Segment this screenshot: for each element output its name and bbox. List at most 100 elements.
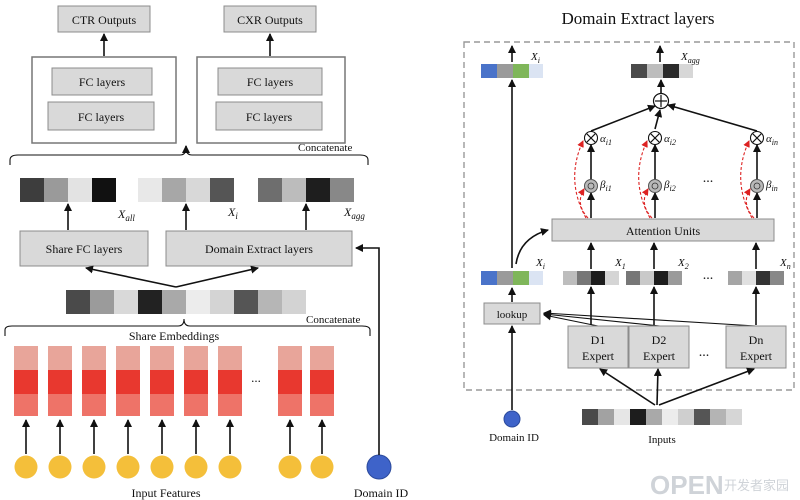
embedding-column [310, 346, 334, 416]
x-agg-vector-top [631, 64, 693, 78]
lookup-box [483, 302, 541, 325]
x-agg-label-top: Xagg [680, 51, 700, 65]
beta-label: βi1 [599, 179, 612, 193]
expert-line1: D1 [591, 333, 606, 347]
attention-ellipsis: ... [703, 171, 714, 186]
red-dashed-arc-outer [740, 140, 753, 219]
embedding-column [82, 346, 106, 416]
left-diagram: CTR Outputs CXR Outputs FC layers FC lay… [4, 5, 409, 500]
beta-label: βin [765, 179, 778, 193]
input-feature-circle [48, 455, 72, 479]
x-i-label-bottom: Xi [535, 257, 545, 271]
input-feature-circle [218, 455, 242, 479]
arrow-e2-to-lookup [543, 310, 661, 327]
arrow-inputs-to-en [658, 367, 755, 406]
attention-column: βi1 αi1 [574, 130, 612, 219]
domain-id-label-left: Domain ID [354, 486, 409, 500]
arrow-concat-to-del [175, 265, 259, 288]
cxr-outputs-label: CXR Outputs [237, 13, 303, 27]
arrow-mn-to-plus [667, 103, 758, 132]
arrow-en-to-lookup [543, 309, 757, 327]
expert-ellipsis: ... [699, 345, 710, 360]
share-embeddings-brace [4, 318, 371, 336]
inputs-label: Inputs [648, 434, 676, 446]
domain-extract-layers-label: Domain Extract layers [205, 242, 313, 256]
concatenate-mid-label: Concatenate [306, 314, 360, 326]
red-dashed-arc-inner [641, 188, 653, 219]
x-n-label: Xn [779, 257, 791, 271]
x-i-vector-bottom [481, 271, 543, 285]
circle-plus-icon [652, 92, 670, 110]
share-fc-layers-label: Share FC layers [46, 242, 123, 256]
watermark-latin: OPEN [650, 470, 724, 500]
cxr-outputs-box [223, 5, 317, 33]
input-feature-circles [14, 419, 334, 479]
embedding-column [184, 346, 208, 416]
x-n-label: X2 [677, 257, 689, 271]
arrow-xi-to-attention [515, 228, 549, 265]
input-feature-circle [184, 455, 208, 479]
arrow-e1-to-lookup [543, 312, 599, 327]
x-agg-vector-left [258, 178, 354, 202]
embedding-column [278, 346, 302, 416]
ctr-outputs-label: CTR Outputs [72, 13, 137, 27]
domain-extract-layers-box [165, 230, 353, 267]
ctr-outputs-box [57, 5, 151, 33]
cxr-fc-layer-2 [215, 101, 323, 131]
expert-output-vector [563, 271, 619, 285]
ctr-fc-layer-1-label: FC layers [79, 75, 126, 89]
alpha-label: αin [766, 133, 778, 147]
x-i-label-top: Xi [530, 51, 540, 65]
input-features-label: Input Features [132, 486, 201, 500]
expert-line1: Dn [749, 333, 764, 347]
watermark-cjk: 开发者家园 [724, 478, 789, 494]
expert-line1: D2 [652, 333, 667, 347]
red-dashed-arc-outer [638, 140, 651, 219]
input-feature-circle [310, 455, 334, 479]
circle-times-icon [749, 130, 765, 146]
beta-node [648, 179, 662, 193]
ctr-fc-layer-1 [51, 67, 153, 96]
red-dashed-arc-inner [577, 188, 589, 219]
share-embeddings-label: Share Embeddings [129, 329, 220, 343]
arrow-domain-id-to-del [355, 244, 380, 455]
share-fc-layers-box [19, 230, 149, 267]
embedding-column [218, 346, 242, 416]
expert-output-vectors: X1 X2 Xn [563, 242, 791, 325]
expert-line2: Expert [582, 349, 615, 363]
x-n-label: X1 [614, 257, 626, 271]
ctr-fc-layer-2-label: FC layers [78, 110, 125, 124]
circle-times-icon [647, 130, 663, 146]
cxr-fc-layer-2-label: FC layers [246, 110, 293, 124]
ctr-fc-layer-2 [47, 101, 155, 131]
alpha-label: αi2 [664, 133, 676, 147]
embedding-columns [14, 346, 334, 416]
beta-node [750, 179, 764, 193]
expert-line2: Expert [740, 349, 773, 363]
expert-output-vector [728, 271, 784, 285]
watermark: OPEN 开发者家园 [650, 470, 789, 500]
x-i-label-left: Xi [227, 205, 238, 221]
right-title: Domain Extract layers [562, 9, 715, 28]
circle-times-icon [583, 130, 599, 146]
domain-id-label-right: Domain ID [489, 432, 539, 444]
attention-units-box [551, 218, 775, 242]
arrow-inputs-to-e2 [653, 368, 662, 406]
x-agg-label-left: Xagg [343, 205, 365, 221]
cxr-fc-layer-1 [217, 67, 323, 96]
attention-column: βin αin [740, 130, 778, 219]
embedding-column [116, 346, 140, 416]
beta-node [584, 179, 598, 193]
embedding-column [150, 346, 174, 416]
arrow-m2-to-plus [654, 109, 663, 130]
embedding-ellipsis: ... [251, 370, 261, 385]
x-i-vector-left [138, 178, 234, 202]
embedding-column [48, 346, 72, 416]
lookup-label: lookup [497, 309, 528, 321]
alpha-label: αi1 [600, 133, 612, 147]
domain-id-circle-left [366, 454, 392, 480]
